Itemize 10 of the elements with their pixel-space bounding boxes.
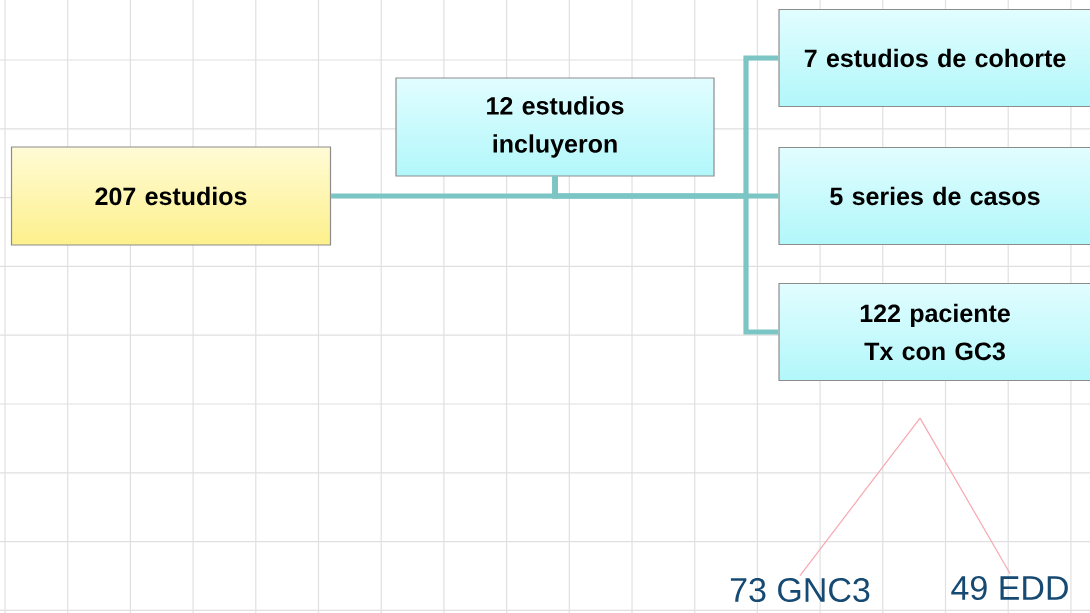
connector-line bbox=[552, 176, 779, 335]
connector-line bbox=[799, 417, 921, 577]
process-box: 7 estudios de cohorte bbox=[778, 8, 1090, 108]
outcome-text: 73 GNC3 bbox=[730, 577, 870, 603]
process-box: 122 paciente Tx con GC3 bbox=[778, 282, 1090, 382]
connector-line bbox=[919, 417, 1011, 575]
outcome-text: 49 EDD bbox=[951, 575, 1068, 601]
process-box: 12 estudios incluyeron bbox=[395, 77, 715, 177]
process-box: 5 series de casos bbox=[778, 146, 1090, 246]
process-box: 207 estudios bbox=[10, 146, 332, 246]
